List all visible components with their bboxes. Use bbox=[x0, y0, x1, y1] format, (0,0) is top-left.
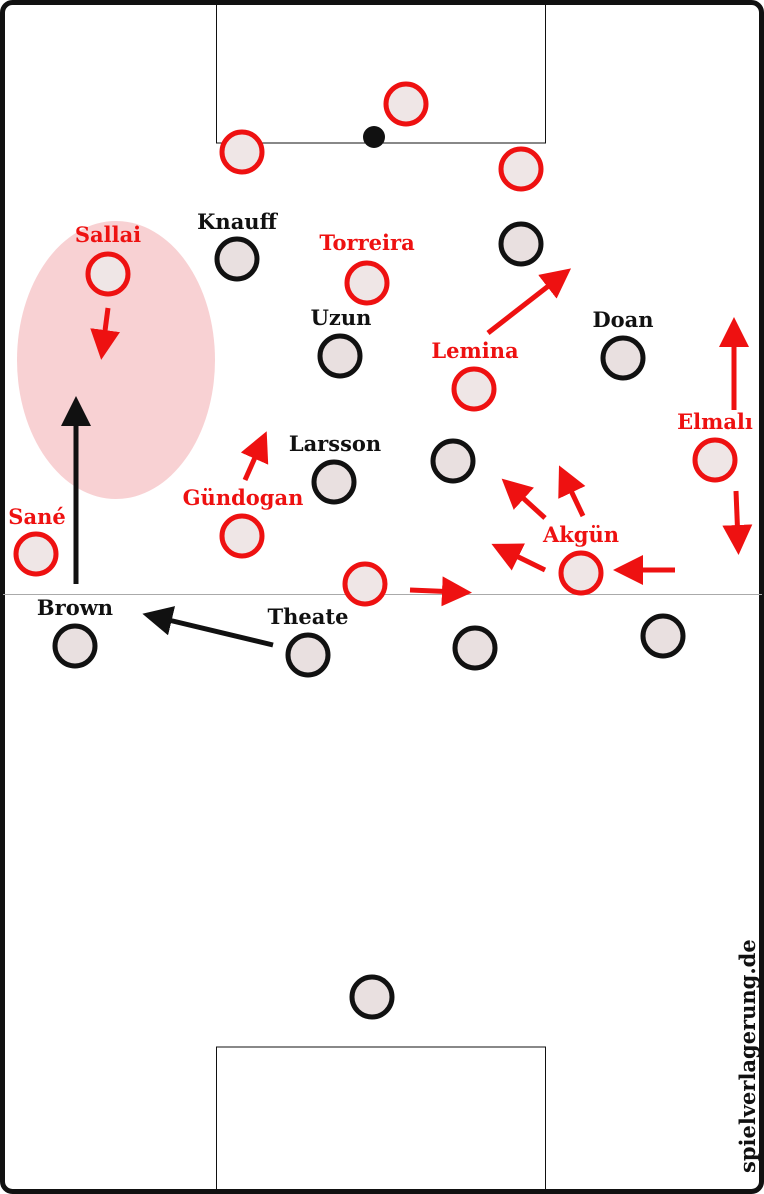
black-player-theate bbox=[285, 632, 331, 678]
red-player-gundogan bbox=[219, 513, 265, 559]
bottom-penalty-box bbox=[216, 1046, 546, 1192]
movement-arrows bbox=[61, 268, 753, 648]
black-player-doan bbox=[600, 335, 646, 381]
black-player bbox=[640, 613, 686, 659]
red-player-elmali bbox=[692, 437, 738, 483]
black-player bbox=[430, 438, 476, 484]
label-akgun: Akgün bbox=[542, 522, 619, 547]
theate-pass-arrow bbox=[142, 606, 274, 648]
watermark: spielverlagerung.de bbox=[735, 939, 760, 1173]
black-player-larsson bbox=[311, 459, 357, 505]
player-labels: Sallai Knauff Torreira Uzun Lemina Doan … bbox=[8, 209, 753, 629]
black-player bbox=[452, 625, 498, 671]
label-larsson: Larsson bbox=[289, 431, 381, 456]
black-goalkeeper bbox=[349, 974, 395, 1020]
black-player-uzun bbox=[317, 333, 363, 379]
gundogan-arrow bbox=[240, 431, 269, 482]
label-uzun: Uzun bbox=[311, 305, 372, 330]
label-brown: Brown bbox=[37, 595, 113, 620]
center-back-arrow bbox=[409, 576, 472, 607]
label-torreira: Torreira bbox=[319, 230, 415, 255]
label-theate: Theate bbox=[268, 604, 349, 629]
red-player-lemina bbox=[451, 366, 497, 412]
red-player bbox=[498, 146, 544, 192]
label-elmali: Elmalı bbox=[677, 409, 753, 434]
black-team bbox=[52, 221, 686, 1020]
red-player bbox=[342, 561, 388, 607]
red-team bbox=[13, 81, 738, 607]
akgun-arrow-left bbox=[491, 543, 547, 573]
black-player-knauff bbox=[214, 236, 260, 282]
label-doan: Doan bbox=[592, 307, 653, 332]
lemina-arrow bbox=[486, 268, 572, 335]
red-player-torreira bbox=[344, 260, 390, 306]
label-sane: Sané bbox=[8, 504, 65, 529]
akgun-arrow-up-left bbox=[501, 478, 547, 520]
label-knauff: Knauff bbox=[197, 209, 278, 234]
red-player bbox=[383, 81, 429, 127]
sallai-arrow bbox=[90, 307, 120, 360]
red-player-sallai bbox=[85, 251, 131, 297]
black-player-brown bbox=[52, 623, 98, 669]
highlight-zone bbox=[17, 221, 215, 499]
label-lemina: Lemina bbox=[431, 338, 519, 363]
black-player bbox=[498, 221, 544, 267]
red-player bbox=[219, 129, 265, 175]
label-gundogan: Gündogan bbox=[183, 485, 304, 510]
ball bbox=[363, 126, 385, 148]
red-player-sane bbox=[13, 531, 59, 577]
elmali-down-arrow bbox=[722, 490, 753, 555]
akgun-arrow-up bbox=[558, 465, 586, 518]
label-sallai: Sallai bbox=[75, 222, 141, 247]
red-player-akgun bbox=[558, 550, 604, 596]
